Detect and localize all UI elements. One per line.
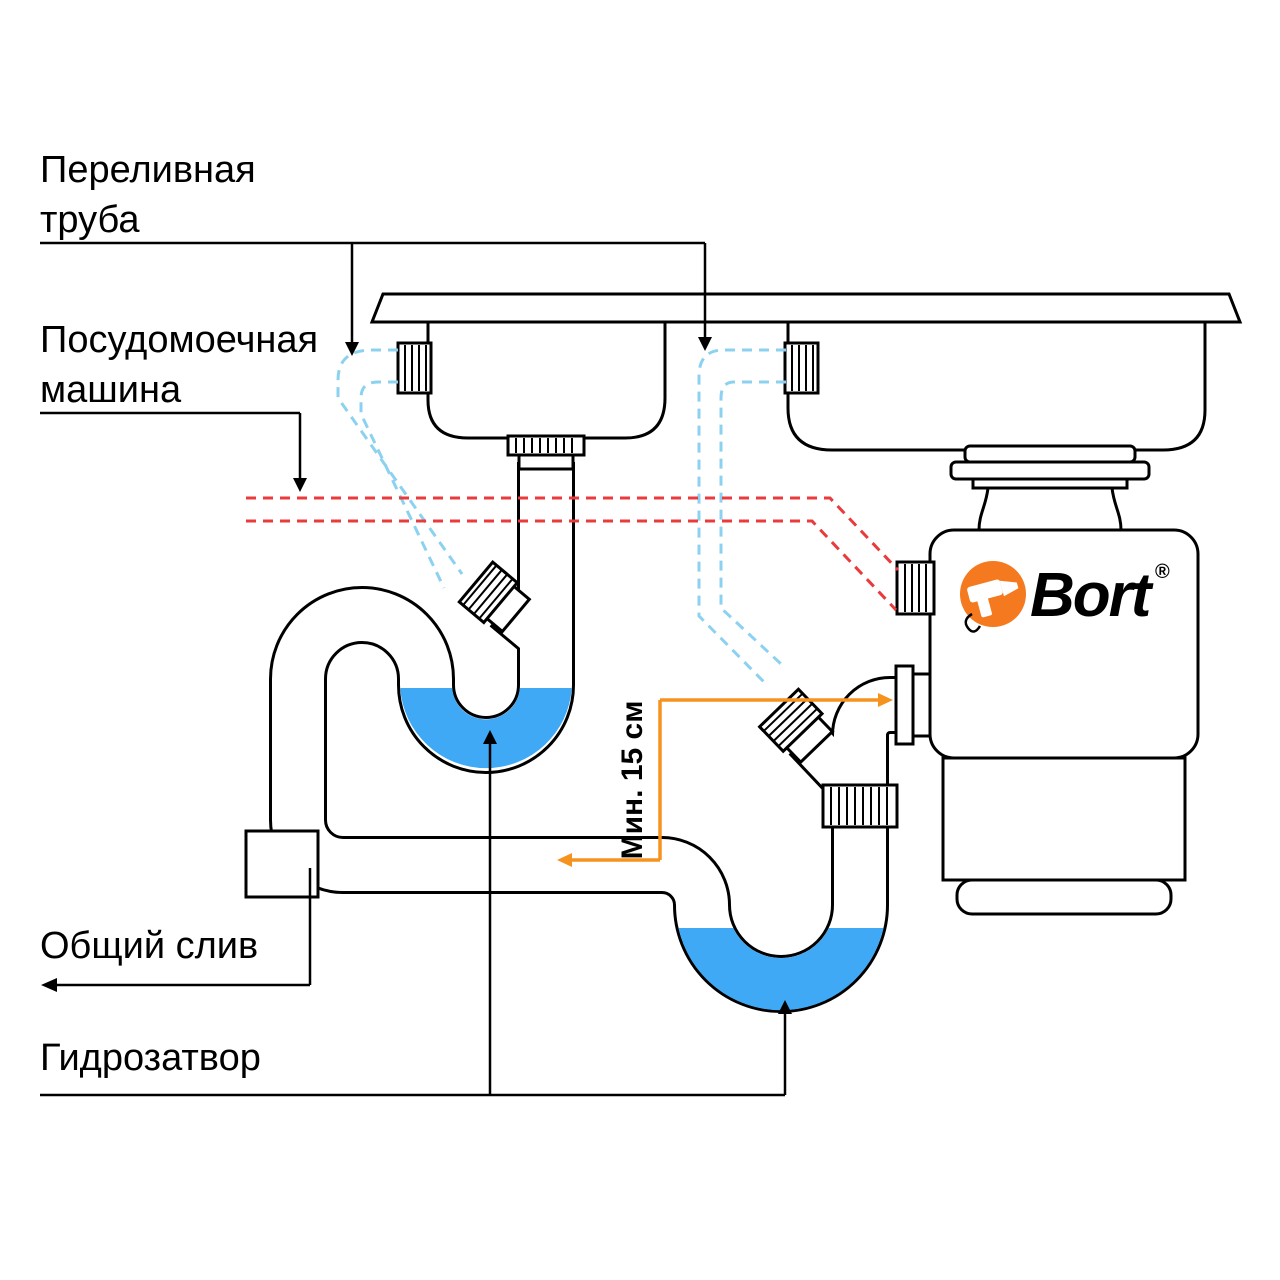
right-branch-spigot — [757, 687, 835, 765]
right-sink — [786, 322, 1207, 452]
brand-registered-mark: ® — [1155, 561, 1170, 583]
overflow-fitting-left-sink — [396, 341, 433, 395]
label-overflow-pipe-line2: труба — [40, 199, 140, 241]
trap-water-right — [678, 928, 884, 1011]
dishwasher-hose — [246, 496, 900, 612]
brand-name: Bort — [1030, 561, 1154, 630]
label-water-trap: Гидрозатвор — [40, 1037, 261, 1079]
pointer-arrowheads — [41, 337, 792, 1014]
min-height-label: Мин. 15 см — [616, 701, 649, 860]
disposer-inlet-flange — [894, 664, 932, 746]
drain-end-flange — [244, 829, 320, 899]
disposer-mount-flange — [949, 444, 1151, 532]
overflow-hose-right — [697, 348, 786, 684]
left-sink — [426, 322, 667, 440]
flow-arrow-left — [557, 853, 572, 867]
left-drain-collar — [506, 434, 586, 471]
drill-icon — [967, 579, 1019, 618]
label-dishwasher-line2: машина — [40, 369, 182, 411]
overflow-fitting-right-sink — [783, 341, 820, 395]
flow-indicator: Мин. 15 см — [557, 693, 893, 867]
pointer-common-drain — [57, 868, 312, 987]
right-trap-coupling — [821, 783, 899, 829]
label-dishwasher-line1: Посудомоечная — [40, 319, 318, 361]
dishwasher-inlet-fitting — [895, 560, 936, 616]
label-pointers — [40, 241, 787, 1097]
label-overflow-pipe-line1: Переливная — [40, 149, 256, 191]
label-common-drain: Общий слив — [40, 925, 258, 967]
labels: Переливная труба Посудомоечная машина Об… — [40, 149, 318, 1079]
drill-cord — [964, 612, 982, 633]
pointer-overflow-pipe — [40, 241, 707, 342]
flow-arrow-right — [878, 693, 893, 707]
bort-logo: Bort ® — [960, 561, 1170, 633]
pointer-water-trap — [40, 744, 787, 1097]
countertop — [369, 292, 1243, 324]
trap-water-left — [400, 688, 572, 769]
pointer-dishwasher — [40, 411, 302, 478]
overflow-hose-left — [336, 348, 464, 589]
left-branch-spigot — [457, 559, 532, 634]
